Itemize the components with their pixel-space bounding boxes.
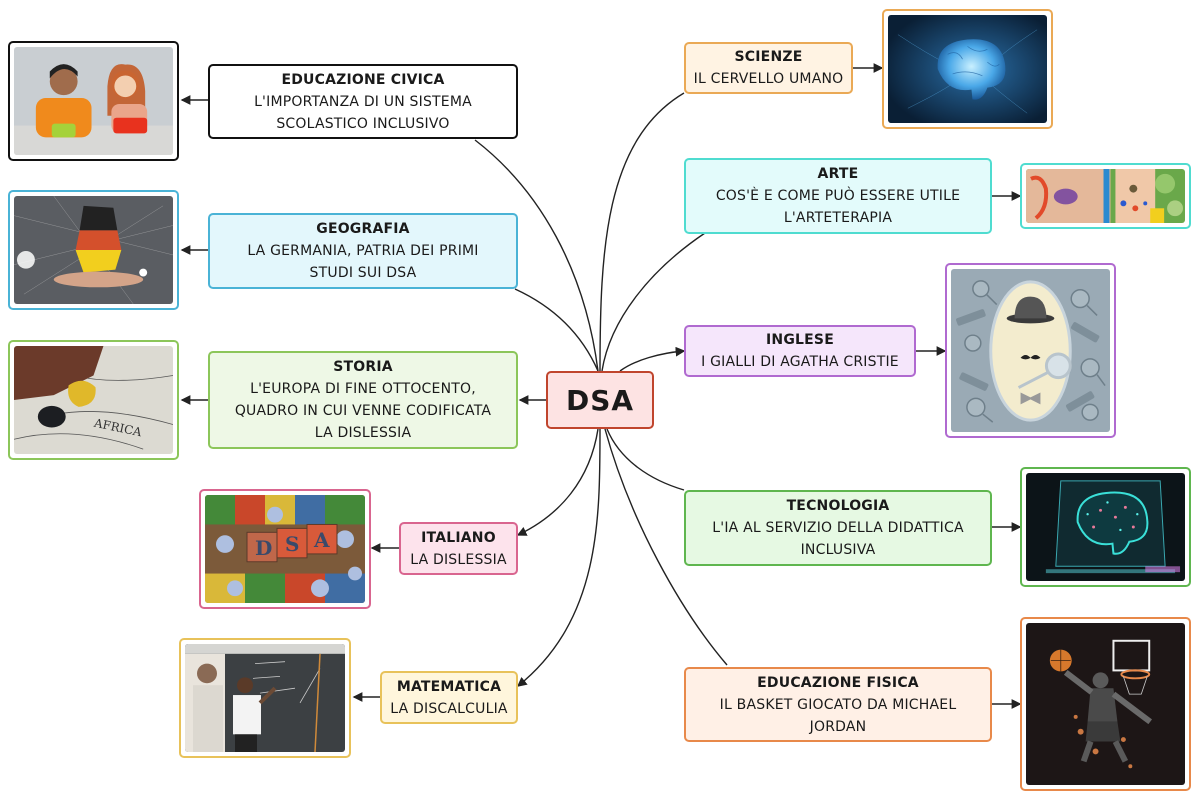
children-with-tablets-image xyxy=(8,41,179,161)
branch-title: EDUCAZIONE CIVICA xyxy=(281,71,445,88)
link-scienze xyxy=(599,92,685,372)
detective-poirot-image xyxy=(945,263,1116,438)
branch-subtitle: I GIALLI DI AGATHA CRISTIE xyxy=(701,354,899,370)
branch-italiano[interactable]: ITALIANO LA DISLESSIA xyxy=(399,522,518,575)
branch-subtitle: L'EUROPA DI FINE OTTOCENTO, QUADRO IN CU… xyxy=(234,381,492,441)
basketball-dunk-image xyxy=(1020,617,1191,791)
dsa-letter-blocks-image: D S A xyxy=(199,489,371,609)
branch-title: SCIENZE xyxy=(734,49,803,65)
ai-brain-image xyxy=(1020,467,1191,587)
link-matematica xyxy=(516,428,601,687)
branch-matematica[interactable]: MATEMATICA LA DISCALCULIA xyxy=(380,671,518,724)
central-topic-label: DSA xyxy=(565,383,635,417)
branch-educazione-fisica[interactable]: EDUCAZIONE FISICA IL BASKET GIOCATO DA M… xyxy=(684,667,992,742)
branch-title: EDUCAZIONE FISICA xyxy=(757,674,919,691)
branch-title: STORIA xyxy=(333,359,393,375)
link-geografia xyxy=(514,288,599,372)
branch-subtitle: LA DISCALCULIA xyxy=(390,700,508,717)
branch-geografia[interactable]: GEOGRAFIA LA GERMANIA, PATRIA DEI PRIMI … xyxy=(208,213,518,289)
svg-text:D: D xyxy=(255,536,272,560)
svg-text:A: A xyxy=(313,528,330,552)
link-italiano xyxy=(516,428,599,536)
branch-storia[interactable]: STORIA L'EUROPA DI FINE OTTOCENTO, QUADR… xyxy=(208,351,518,449)
branch-scienze[interactable]: SCIENZE IL CERVELLO UMANO xyxy=(684,42,853,94)
link-inglese xyxy=(619,346,686,372)
painted-hands-image xyxy=(1020,163,1191,229)
branch-subtitle: COS'È E COME PUÒ ESSERE UTILE L'ARTETERA… xyxy=(715,188,961,226)
branch-subtitle: L'IA AL SERVIZIO DELLA DIDATTICA INCLUSI… xyxy=(712,520,964,558)
branch-subtitle: IL BASKET GIOCATO DA MICHAEL JORDAN xyxy=(719,696,957,735)
branch-subtitle: LA DISLESSIA xyxy=(410,551,507,568)
branch-title: ITALIANO xyxy=(421,529,496,546)
human-brain-image xyxy=(882,9,1053,129)
branch-subtitle: IL CERVELLO UMANO xyxy=(693,71,844,87)
branch-title: ARTE xyxy=(817,166,859,182)
link-tecnologia xyxy=(606,428,685,491)
germany-map-hand-image xyxy=(8,190,179,310)
branch-title: INGLESE xyxy=(766,332,834,348)
branch-title: MATEMATICA xyxy=(396,678,502,695)
branch-subtitle: L'IMPORTANZA DI UN SISTEMA SCOLASTICO IN… xyxy=(254,93,472,132)
blackboard-math-image xyxy=(179,638,351,758)
branch-tecnologia[interactable]: TECNOLOGIA L'IA AL SERVIZIO DELLA DIDATT… xyxy=(684,490,992,566)
branch-educazione-civica[interactable]: EDUCAZIONE CIVICA L'IMPORTANZA DI UN SIS… xyxy=(208,64,518,139)
old-map-africa-image: AFRICA xyxy=(8,340,179,460)
branch-title: GEOGRAFIA xyxy=(316,221,410,237)
branch-arte[interactable]: ARTE COS'È E COME PUÒ ESSERE UTILE L'ART… xyxy=(684,158,992,234)
central-topic-dsa[interactable]: DSA xyxy=(546,371,654,429)
branch-subtitle: LA GERMANIA, PATRIA DEI PRIMI STUDI SUI … xyxy=(247,243,479,281)
branch-inglese[interactable]: INGLESE I GIALLI DI AGATHA CRISTIE xyxy=(684,325,916,377)
branch-title: TECNOLOGIA xyxy=(786,498,890,514)
svg-text:S: S xyxy=(285,532,299,556)
